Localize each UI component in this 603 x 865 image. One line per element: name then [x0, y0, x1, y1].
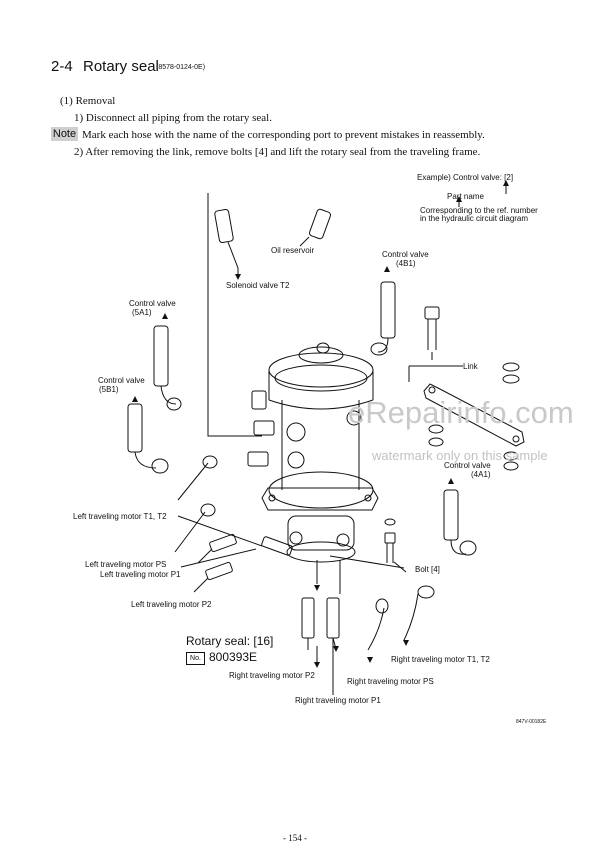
section-number: 2-4: [51, 58, 73, 75]
label-right-motor-p2: Right traveling motor P2: [229, 671, 315, 680]
label-control-valve-5b1-port: (5B1): [99, 385, 119, 394]
legend-example: Example) Control valve: [2]: [417, 173, 514, 182]
label-bolt-4: Bolt [4]: [415, 565, 440, 574]
step-2: 2) After removing the link, remove bolts…: [74, 146, 481, 158]
watermark-notice: watermark only on this sample: [372, 448, 548, 463]
label-right-motor-t1-t2: Right traveling motor T1, T2: [391, 655, 490, 664]
label-right-motor-ps: Right traveling motor PS: [347, 677, 434, 686]
removal-heading: (1) Removal: [60, 95, 116, 107]
label-left-motor-ps: Left traveling motor PS: [85, 560, 167, 569]
section-title: Rotary seal: [83, 58, 159, 75]
legend-ref-line-1: Corresponding to the ref. number: [420, 206, 538, 215]
section-code: (8578-0124-0E): [156, 64, 206, 71]
label-control-valve-5a1-port: (5A1): [132, 308, 152, 317]
label-control-valve-4b1-port: (4B1): [396, 259, 416, 268]
label-solenoid-valve-t2: Solenoid valve T2: [226, 281, 290, 290]
note-text: Mark each hose with the name of the corr…: [82, 129, 485, 141]
watermark-site: eRepairinfo.com: [348, 395, 574, 430]
label-link: Link: [463, 362, 478, 371]
label-control-valve-5b1: Control valve: [98, 376, 145, 385]
label-left-motor-p1: Left traveling motor P1: [100, 570, 181, 579]
label-left-motor-t1-t2: Left traveling motor T1, T2: [73, 512, 167, 521]
label-control-valve-4a1: Control valve: [444, 461, 491, 470]
figure-code: 847V-00182E: [516, 719, 547, 725]
part-number: 800393E: [209, 650, 258, 664]
label-oil-reservoir: Oil reservoir: [271, 246, 315, 255]
page-number: - 154 -: [283, 833, 307, 843]
label-control-valve-4a1-port: (4A1): [471, 470, 491, 479]
label-right-motor-p1: Right traveling motor P1: [295, 696, 381, 705]
step-1: 1) Disconnect all piping from the rotary…: [74, 112, 272, 124]
legend-ref-line-2: in the hydraulic circuit diagram: [420, 214, 529, 223]
rotary-seal-name: Rotary seal: [16]: [186, 634, 274, 648]
legend-part-name: Part name: [447, 192, 484, 201]
note-label: Note: [51, 127, 78, 141]
label-control-valve-4b1: Control valve: [382, 250, 429, 259]
part-no-label: No.: [186, 652, 205, 665]
label-control-valve-5a1: Control valve: [129, 299, 176, 308]
label-left-motor-p2: Left traveling motor P2: [131, 600, 212, 609]
